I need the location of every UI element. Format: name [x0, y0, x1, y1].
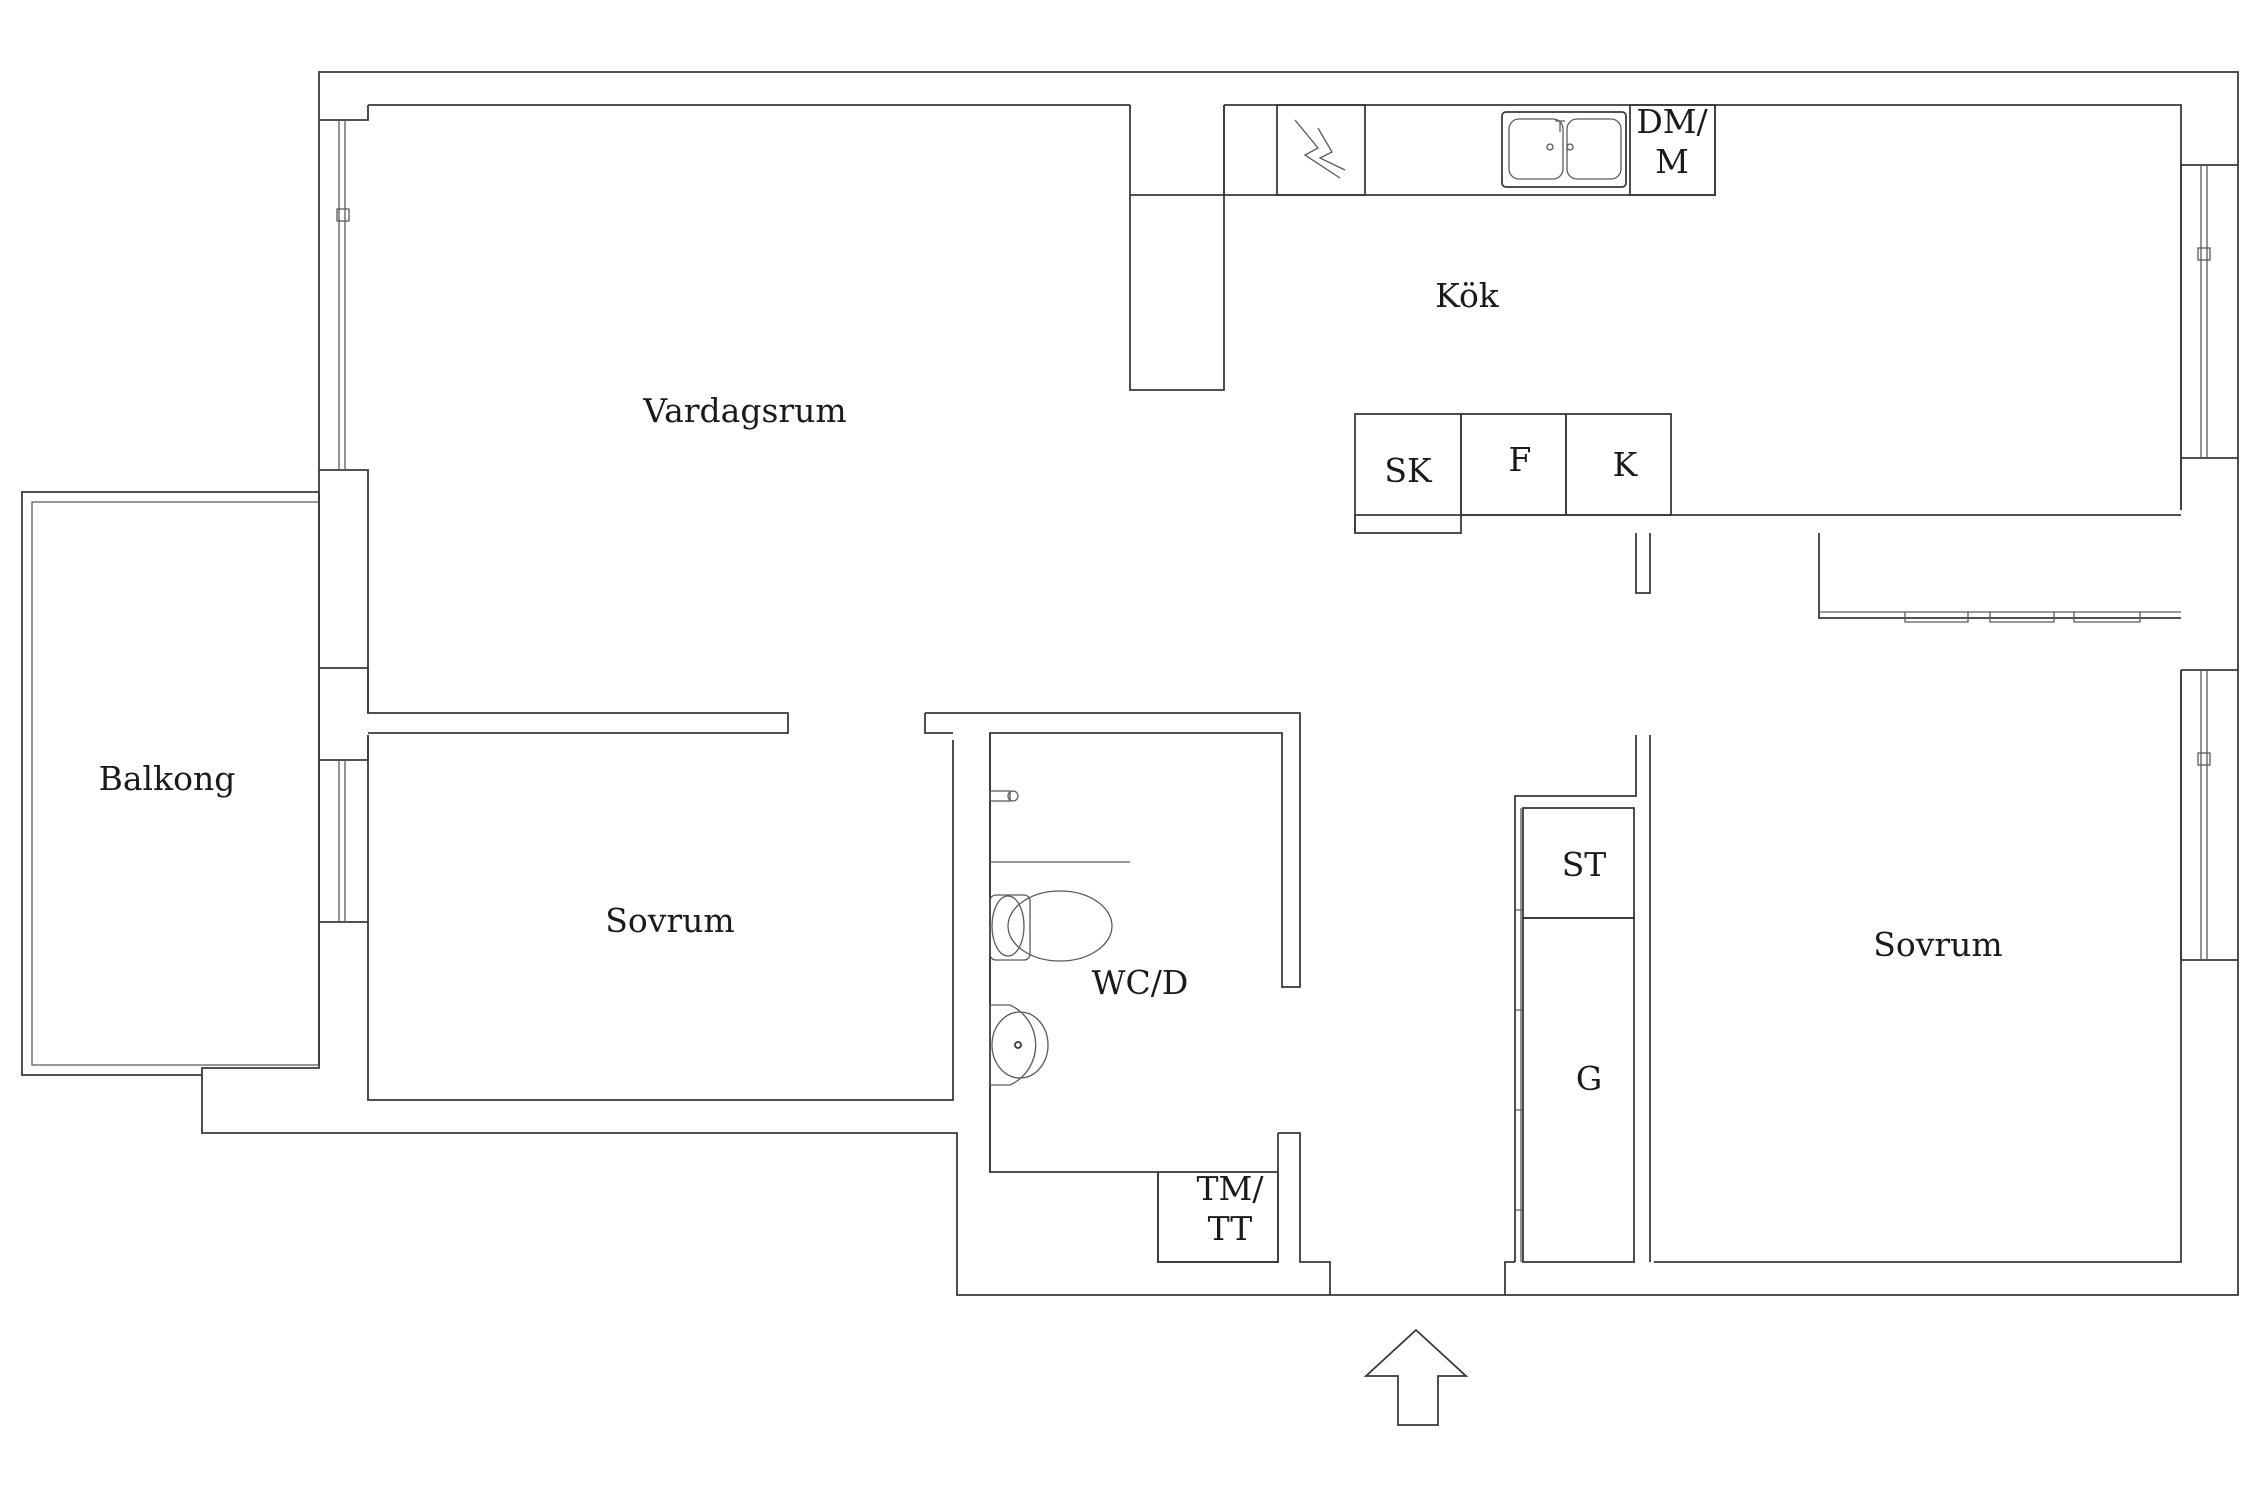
- dishwasher: DM/ M: [1629, 102, 1716, 196]
- freezer-label: F: [1509, 440, 1532, 479]
- fridge-label: K: [1613, 445, 1639, 484]
- wardrobe-hanging-label: G: [1576, 1059, 1602, 1098]
- bedroom-right-label: Sovrum: [1873, 925, 2002, 964]
- washbasin-icon: [989, 1004, 1049, 1086]
- bathroom-label: WC/D: [1092, 963, 1189, 1002]
- living-room-label: Vardagsrum: [642, 391, 846, 430]
- balcony: [21, 491, 320, 1076]
- entrance-arrow-icon: [1363, 1328, 1469, 1426]
- stove-icon: [1276, 104, 1366, 196]
- kitchen-window: [2180, 165, 2211, 458]
- cabinet-label: SK: [1384, 451, 1433, 490]
- wardrobe: ST G: [1516, 807, 1635, 1263]
- dishwasher-label-1: DM/: [1636, 102, 1708, 141]
- right-bedroom-walls: [1514, 533, 2211, 1262]
- dishwasher-label-2: M: [1655, 142, 1689, 181]
- outer-walls: [201, 71, 2239, 1296]
- bedroom-left-label: Sovrum: [605, 901, 734, 940]
- shower-head-icon: [989, 790, 1019, 802]
- toilet-icon: [989, 890, 1113, 962]
- kitchen-appliances: SK F K: [1354, 413, 1672, 534]
- wardrobe-shelf-label: ST: [1562, 845, 1607, 884]
- laundry-unit: TM/ TT: [1157, 1169, 1279, 1263]
- kitchen-label: Kök: [1435, 276, 1500, 315]
- laundry-label-1: TM/: [1197, 1169, 1265, 1208]
- balcony-label: Balkong: [99, 759, 236, 798]
- room-labels: Vardagsrum Kök Balkong Sovrum Sovrum WC/…: [99, 276, 2003, 1002]
- laundry-label-2: TT: [1208, 1209, 1253, 1248]
- kitchen-sink-icon: [1501, 111, 1627, 188]
- left-facade: [319, 105, 954, 1101]
